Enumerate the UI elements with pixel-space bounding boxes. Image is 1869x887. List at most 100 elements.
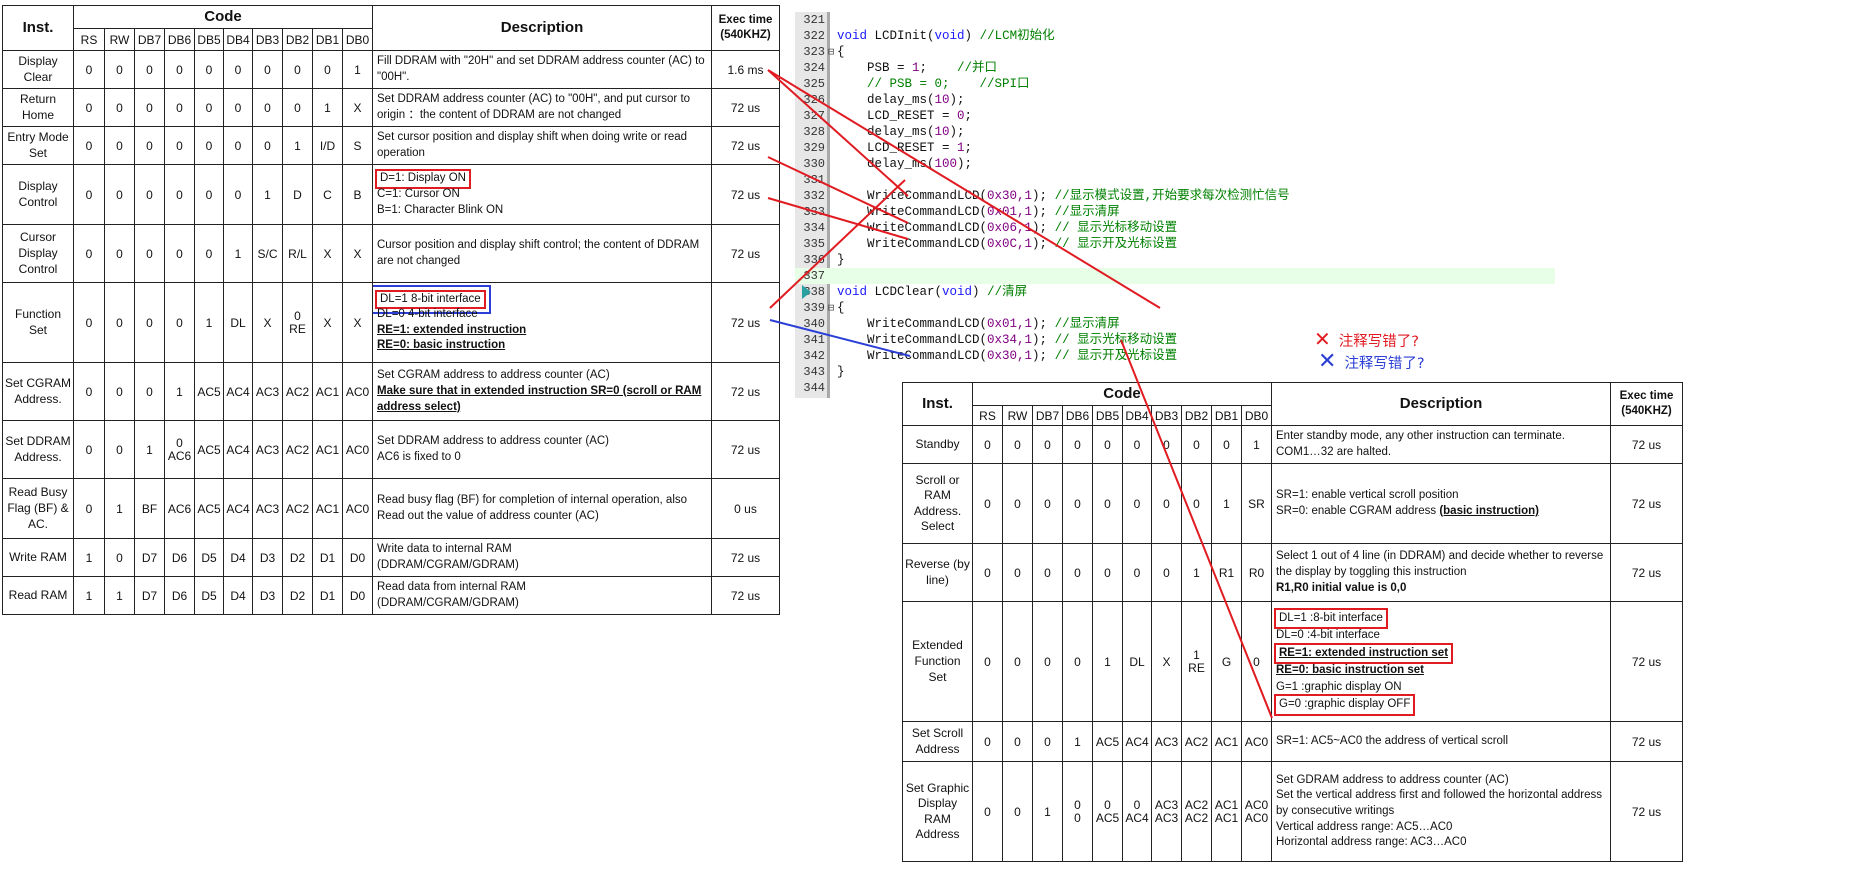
code-bit: BF [134,478,165,540]
code-bit: 0 [252,126,283,166]
code-text: LCD_RESET = [837,109,958,123]
code-line[interactable]: 338 void LCDClear(void) //清屏 [795,284,1515,300]
line-number: 335 [803,237,825,251]
code-line[interactable]: 343 } [795,364,1515,380]
code-line[interactable]: 324 PSB = 1; //并口 [795,60,1515,76]
highlight-box: D=1: Display ON [375,169,471,189]
description-line: SR=1: enable vertical scroll position [1276,489,1459,502]
highlight-box: DL=1 :8-bit interface [1274,607,1388,630]
code-bit: D6 [164,538,195,578]
code-line[interactable]: 328 delay_ms(10); [795,124,1515,140]
code-bit: 0 [1122,425,1152,465]
code-bit: AC5 [194,478,224,540]
description-line: Set GDRAM address to address counter (AC… [1276,773,1509,786]
code-line[interactable]: 325 // PSB = 0; //SPI口 [795,76,1515,92]
code-bit: 0 [972,721,1003,763]
bit-header: RW [1002,405,1033,427]
code-bit: DL [1122,601,1152,723]
instruction-name: Function Set [2,282,74,364]
code-bit: S/C [252,224,283,284]
code-text: delay_ms( [837,93,935,107]
description-line: Set the vertical address first and follo… [1276,789,1603,817]
code-line[interactable]: 332 WriteCommandLCD(0x30,1); //显示模式设置,开始… [795,188,1515,204]
description: Cursor position and display shift contro… [372,224,712,284]
code-line[interactable]: 331 [795,172,1515,188]
instruction-name: Extended Function Set [902,601,973,723]
code-line[interactable]: 333 WriteCommandLCD(0x01,1); //显示清屏 [795,204,1515,220]
wrong-comment-note-red: ✕注释写错了? [1314,327,1419,351]
code-bit: AC1 [1211,721,1242,763]
code-bit: 0 [1241,601,1272,723]
code-line[interactable]: 322 void LCDInit(void) //LCM初始化 [795,28,1515,44]
code-literal: 0x01,1 [987,317,1033,331]
fold-toggle-icon[interactable]: ⊟ [827,303,835,315]
description: Enter standby mode, any other instructio… [1271,425,1611,465]
description: Set DDRAM address to address counter (AC… [372,420,712,480]
code-keyword: void [934,29,965,43]
instruction-name: Set Scroll Address [902,721,973,763]
code-bit: D1 [312,538,343,578]
code-literal: 10 [934,125,950,139]
description: Read data from internal RAM (DDRAM/CGRAM… [372,576,712,616]
description: Fill DDRAM with "20H" and set DDRAM addr… [372,50,712,90]
code-line[interactable]: 323⊟{ [795,44,1515,60]
fold-spacer [825,109,837,125]
fold-spacer [825,189,837,205]
code-bit: 0 [134,362,165,422]
code-line[interactable]: 336 } [795,252,1515,268]
code-bit: 0 [1181,463,1212,545]
code-line[interactable]: 339⊟{ [795,300,1515,316]
code-bit: AC3 [252,420,283,480]
code-bit: B [342,164,373,226]
line-number: 329 [803,141,825,155]
code-literal: 0 [957,109,965,123]
code-text: WriteCommandLCD( [837,205,988,219]
code-line[interactable]: 334 WriteCommandLCD(0x06,1); // 显示光标移动设置 [795,220,1515,236]
description-line: Write data to internal RAM [377,543,512,556]
exec-time: 72 us [711,282,780,364]
instruction-name: Entry Mode Set [2,126,74,166]
code-bit: 0 [1032,601,1063,723]
bit-header: DB7 [134,28,165,52]
code-bit: 0 [1122,543,1152,603]
fold-toggle-icon[interactable]: ⊟ [827,47,835,59]
instruction-name: Return Home [2,88,74,128]
code-line[interactable]: 344 [795,380,1515,396]
description-line: AC6 is fixed to 0 [377,450,461,463]
code-bit: D4 [223,538,253,578]
description: Select 1 out of 4 line (in DDRAM) and de… [1271,543,1611,603]
header-description: Description [1271,381,1611,427]
code-bit: 0 [104,164,135,226]
code-bit: AC5 [194,362,224,422]
code-bit: 1 [194,282,224,364]
code-bit: AC0 [342,420,373,480]
code-bit: AC4 [223,420,253,480]
exec-time: 72 us [711,126,780,166]
code-line[interactable]: 326 delay_ms(10); [795,92,1515,108]
code-bit: D2 [282,538,313,578]
code-text: WriteCommandLCD( [837,221,988,235]
code-line[interactable]: 329 LCD_RESET = 1; [795,140,1515,156]
fold-spacer [825,333,837,349]
code-bit: 0 [223,126,253,166]
highlight-box: RE=1: extended instruction set [1273,642,1454,664]
code-bit: 0 [1002,761,1033,863]
code-line[interactable]: 321 [795,12,1515,28]
code-line[interactable]: 330 delay_ms(100); [795,156,1515,172]
highlight-box: G=0 :graphic display OFF [1273,694,1416,716]
code-line[interactable]: 337 [795,268,1555,284]
code-bit: AC5 [194,420,224,480]
code-line[interactable]: 327 LCD_RESET = 0; [795,108,1515,124]
code-bit: 0 [223,164,253,226]
description-note: (basic instruction) [1439,504,1540,517]
code-bit: D4 [223,576,253,616]
header-code: Code [73,4,373,30]
code-literal: 0x01,1 [987,205,1033,219]
code-line[interactable]: 335 WriteCommandLCD(0x0C,1); // 显示开及光标设置 [795,236,1515,252]
code-bit: 0 [194,224,224,284]
exec-time: 0 us [711,478,780,540]
